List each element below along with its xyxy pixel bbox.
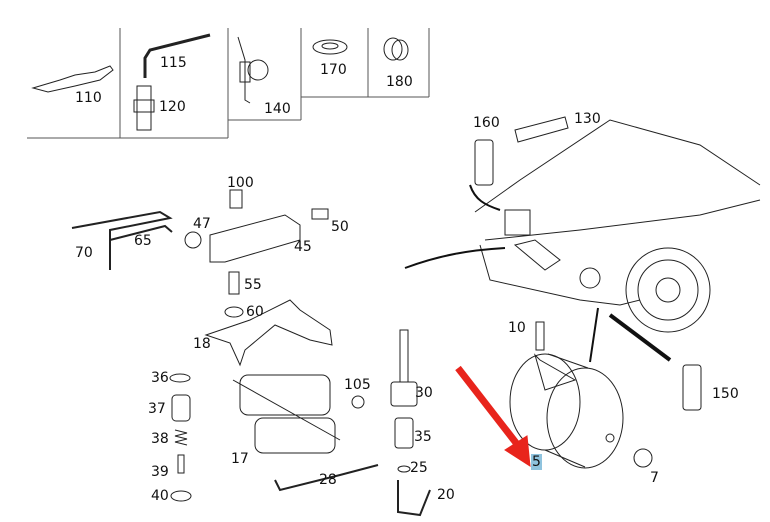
callout-7[interactable]: 7 <box>650 470 659 486</box>
callout-40[interactable]: 40 <box>151 488 169 504</box>
air-tank <box>509 353 624 469</box>
callout-100[interactable]: 100 <box>227 175 254 191</box>
fitting-part <box>136 85 152 131</box>
module-160 <box>474 139 494 186</box>
callout-5-selected[interactable]: 5 <box>531 454 542 470</box>
callout-65[interactable]: 65 <box>134 233 152 249</box>
callout-45[interactable]: 45 <box>294 239 312 255</box>
callout-130[interactable]: 130 <box>574 111 601 127</box>
red-arrow-icon <box>455 365 531 467</box>
callout-35[interactable]: 35 <box>414 429 432 445</box>
tube-130 <box>514 116 569 143</box>
callout-180[interactable]: 180 <box>386 74 413 90</box>
callout-60[interactable]: 60 <box>246 304 264 320</box>
callout-55[interactable]: 55 <box>244 277 262 293</box>
callout-70[interactable]: 70 <box>75 245 93 261</box>
callout-36[interactable]: 36 <box>151 370 169 386</box>
callout-37[interactable]: 37 <box>148 401 166 417</box>
callout-140[interactable]: 140 <box>264 101 291 117</box>
callout-28[interactable]: 28 <box>319 472 337 488</box>
bracket-part <box>31 65 114 93</box>
callout-115[interactable]: 115 <box>160 55 187 71</box>
callout-38[interactable]: 38 <box>151 431 169 447</box>
callout-160[interactable]: 160 <box>473 115 500 131</box>
car-outline <box>474 119 761 333</box>
callout-110[interactable]: 110 <box>75 90 102 106</box>
pointer-arrows <box>404 184 672 363</box>
callout-105[interactable]: 105 <box>344 377 371 393</box>
inset-panels <box>27 28 430 139</box>
callout-39[interactable]: 39 <box>151 464 169 480</box>
callout-50[interactable]: 50 <box>331 219 349 235</box>
callout-120[interactable]: 120 <box>159 99 186 115</box>
callout-18[interactable]: 18 <box>193 336 211 352</box>
callout-10[interactable]: 10 <box>508 320 526 336</box>
callout-30[interactable]: 30 <box>415 385 433 401</box>
callout-170[interactable]: 170 <box>320 62 347 78</box>
callout-150[interactable]: 150 <box>712 386 739 402</box>
callout-20[interactable]: 20 <box>437 487 455 503</box>
callout-25[interactable]: 25 <box>410 460 428 476</box>
callout-17[interactable]: 17 <box>231 451 249 467</box>
sensor-150 <box>682 364 702 411</box>
callout-47[interactable]: 47 <box>193 216 211 232</box>
